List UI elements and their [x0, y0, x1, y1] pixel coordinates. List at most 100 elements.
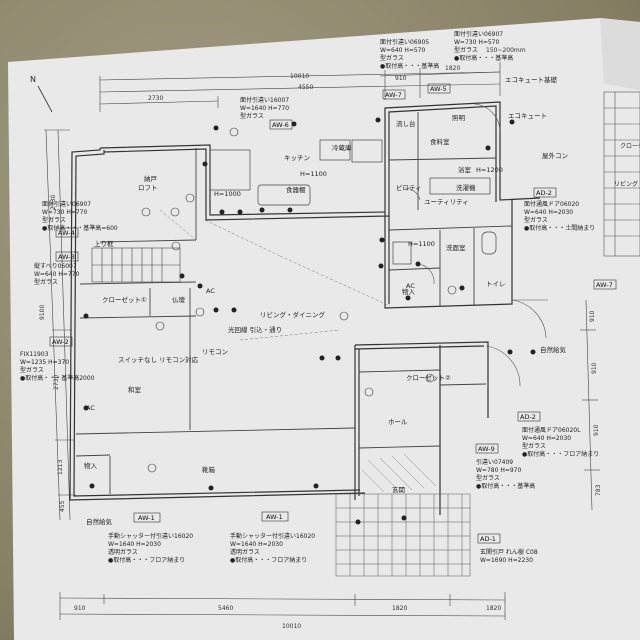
room-ecocute: エコキュート: [508, 112, 547, 120]
interior-walls: [75, 112, 513, 494]
stairs-note: 上り框: [94, 239, 114, 248]
note-aw9-line3: 型ガラス: [476, 474, 500, 482]
room-living: リビング・ダイニング: [260, 310, 326, 319]
room-japanese: 和室: [128, 385, 142, 394]
note-aw1b-line3: 透明ガラス: [230, 548, 260, 556]
dim-left-2730b: 2730: [53, 375, 60, 390]
note-ad2-line1: 面付通風ドア06020: [524, 200, 579, 208]
dim-right-910b: 910: [591, 362, 598, 374]
note-aw4-line3: 型ガラス: [42, 216, 66, 224]
room-outdoor: 屋外コン: [542, 151, 568, 160]
note-ad1-line1: 玄関引戸 れん樹 C08: [480, 548, 538, 556]
note-aw6-line1: 面付引違い16007: [240, 96, 289, 104]
right-dimension-lines: [580, 299, 600, 511]
note-aw1b-line1: 手動シャッター付引違い16020: [230, 532, 315, 540]
note-aw4-line2: W=730 H=770: [42, 209, 87, 216]
note-aw3-line1: 縦すべり06007: [34, 262, 77, 270]
note-aw1a-line4: ●取付高・・・フロア納まり: [108, 556, 185, 564]
window-switch-note: スイッチなし リモコン対応: [118, 355, 199, 364]
porch-tiles: [335, 493, 471, 577]
entrance-hatch: [361, 453, 437, 493]
tag-aw1a: AW-1: [138, 514, 155, 522]
dim-right-783: 783: [595, 484, 602, 496]
electrical-symbols: [83, 117, 536, 525]
room-washing: 洗濯機: [456, 183, 476, 192]
ac-label-1: AC: [206, 287, 215, 295]
north-arrow: N: [30, 75, 53, 113]
tag-aw6: AW-6: [272, 121, 289, 129]
tag-aw7: AW-7: [385, 91, 402, 99]
h1100-wash: H=1100: [408, 240, 435, 248]
stairs: [91, 247, 181, 283]
dim-right-910a: 910: [589, 310, 596, 322]
note-ad2-line3: 型ガラス: [524, 216, 548, 224]
note-aw9-line1: 引違い07409: [476, 458, 513, 466]
room-food-storage: 食料室: [430, 137, 450, 146]
dim-bottom-5460: 5460: [218, 605, 233, 612]
note-aw3-line2: W=640 H=770: [34, 271, 79, 278]
room-lighting: 照明: [452, 114, 466, 122]
outlet-symbols: [141, 127, 457, 473]
dim-bottom-1820b: 1820: [486, 605, 501, 612]
right-edge-text-2: リビング: [614, 180, 638, 188]
note-aw5-line2: W=640 H=570: [380, 47, 425, 54]
note-aw2: FIX11903 W=1235 H=370 型ガラス ●取付高・・・基準高200…: [20, 351, 95, 382]
room-ecocute-base: エコキュート基礎: [505, 75, 558, 84]
tag-aw7b: AW-7: [596, 281, 613, 289]
room-closet1: クローゼット①: [102, 295, 147, 304]
note-aw2-line3: 型ガラス: [20, 366, 44, 374]
dim-left-455: 455: [59, 500, 66, 512]
wiring-lines: [159, 209, 391, 341]
note-aw3: 縦すべり06007 W=640 H=770 型ガラス: [34, 262, 79, 286]
note-aw1b-line2: W=1640 H=2030: [230, 541, 283, 548]
dim-top-1820: 1820: [445, 65, 460, 72]
room-toilet: トイレ: [486, 280, 506, 288]
remote-note: リモコン: [202, 348, 228, 356]
note-ad2b-line2: W=640 H=2030: [522, 435, 571, 442]
note-aw6-line2: W=1640 H=770: [240, 105, 289, 112]
dim-bottom-1820a: 1820: [392, 605, 407, 612]
tag-aw1b: AW-1: [266, 513, 283, 521]
room-hall: ホール: [388, 418, 408, 426]
room-washroom: 洗面室: [446, 243, 466, 252]
note-ad2: 面付通風ドア06020 W=640 H=2030 型ガラス ●取付高・・・土間納…: [524, 200, 595, 232]
tag-ad1: AD-1: [480, 535, 496, 543]
room-utility: ユーティリティ: [424, 198, 469, 206]
adjacent-table: [603, 91, 640, 257]
north-label: N: [30, 75, 36, 84]
note-aw4-line1: 面付引違い06907: [42, 200, 91, 208]
note-aw3-line3: 型ガラス: [34, 278, 58, 286]
room-natural-air2: 自然給気: [86, 517, 113, 526]
note-aw7: 面付引違い06907 W=730 H=570 型ガラス ●取付高・・・基準高: [454, 30, 513, 62]
note-aw5: 面付引違い06905 W=640 H=570 型ガラス ●取付高・・・基準高: [380, 38, 439, 70]
note-ad2b-line3: 型ガラス: [522, 442, 546, 450]
right-edge-text-1: クローゼ: [620, 142, 640, 150]
room-sink: 流し台: [396, 119, 416, 128]
dim-top-total: 10010: [290, 73, 309, 80]
note-ad2-line4: ●取付高・・・土間納まり: [524, 224, 595, 232]
note-ad2-line2: W=640 H=2030: [524, 209, 573, 216]
note-aw7-line3: 型ガラス: [454, 46, 478, 54]
room-loft: ロフト: [138, 184, 158, 192]
note-aw4-line4: ●取付高・・・基準高=600: [42, 224, 118, 232]
dim-top-2730: 2730: [148, 95, 163, 102]
note-aw5-line1: 面付引違い06905: [380, 38, 429, 46]
note-aw1a-line1: 手動シャッター付引違い16020: [108, 532, 193, 540]
note-aw9: 引違い07409 W=780 H=970 型ガラス ●取付高・・・基準高: [476, 458, 535, 490]
note-aw2-line2: W=1235 H=370: [20, 359, 69, 366]
room-entrance: 玄関: [392, 485, 405, 494]
fiber-note: 光回線 引込・通り: [228, 325, 282, 334]
note-aw6: 面付引違い16007 W=1640 H=770 型ガラス: [240, 96, 289, 120]
room-kitchen: キッチン: [284, 154, 310, 162]
tag-ad2: AD-2: [536, 189, 552, 197]
room-buddhist: 仏壇: [172, 295, 186, 304]
note-aw9-line2: W=780 H=970: [476, 467, 521, 474]
note-aw5-line3: 型ガラス: [380, 54, 404, 62]
room-storage-entry: 物入: [84, 461, 98, 470]
ac-label-3: AC: [406, 282, 415, 290]
note-aw7-line2: W=730 H=570: [454, 39, 499, 46]
room-storage-entry2: 物入: [402, 287, 416, 296]
note-aw1a-line3: 透明ガラス: [108, 548, 138, 556]
